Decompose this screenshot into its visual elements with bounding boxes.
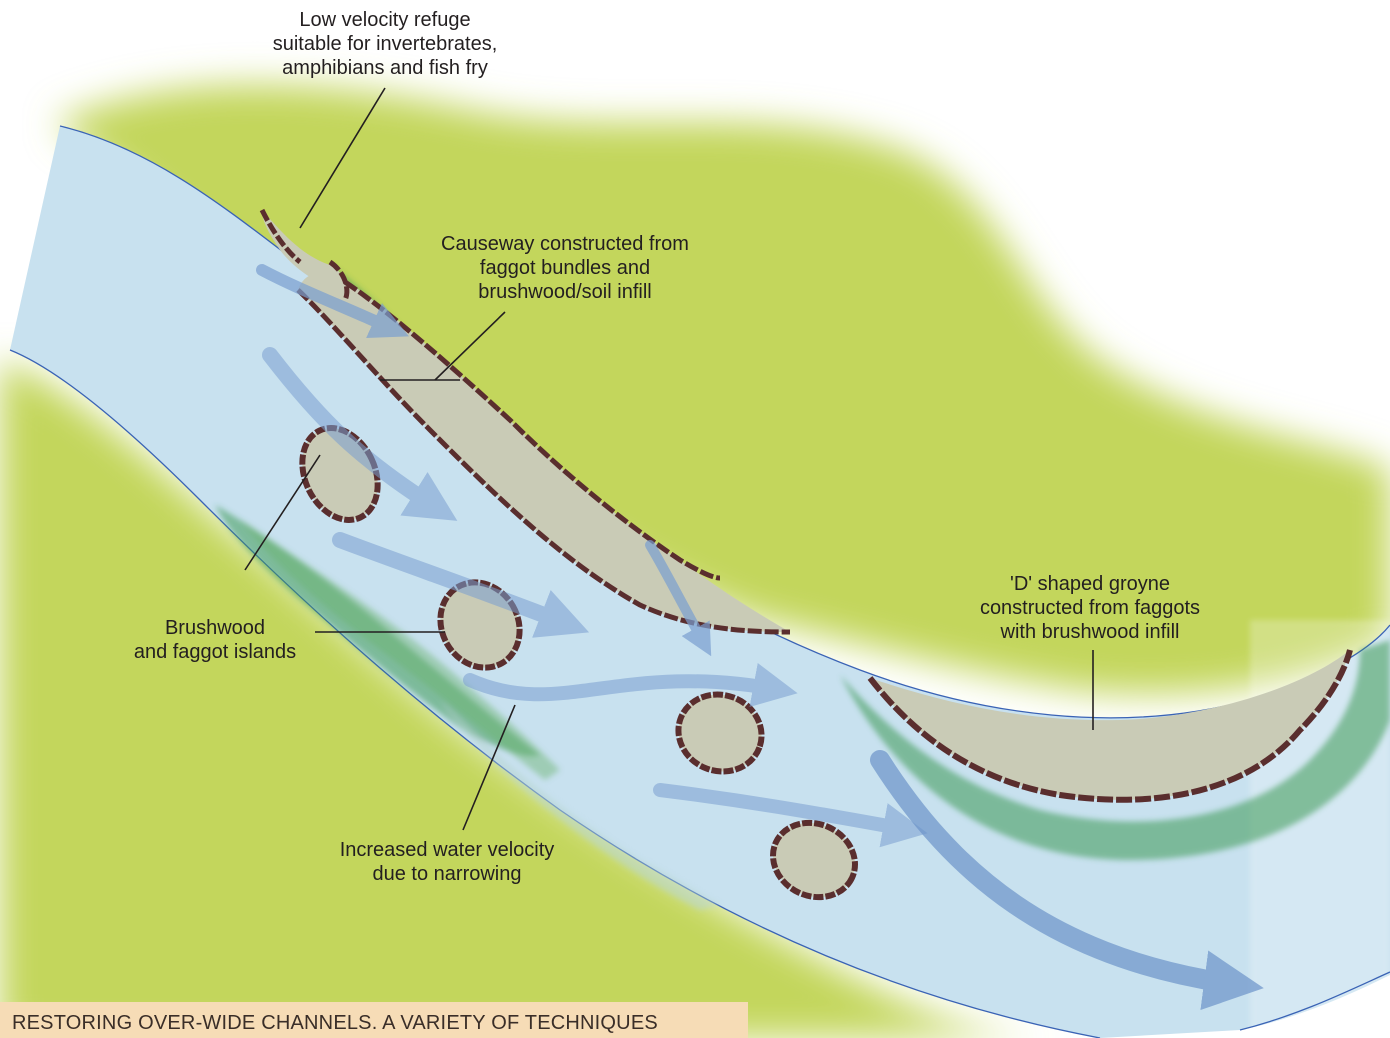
- caption-banner: RESTORING OVER-WIDE CHANNELS. A VARIETY …: [0, 1002, 748, 1038]
- label-groyne: 'D' shaped groyne constructed from faggo…: [940, 572, 1240, 644]
- caption-text: RESTORING OVER-WIDE CHANNELS. A VARIETY …: [12, 1012, 658, 1035]
- label-causeway: Causeway constructed from faggot bundles…: [400, 232, 730, 304]
- label-islands: Brushwood and faggot islands: [110, 616, 320, 664]
- label-refuge: Low velocity refuge suitable for inverte…: [240, 8, 530, 80]
- label-velocity: Increased water velocity due to narrowin…: [300, 838, 594, 886]
